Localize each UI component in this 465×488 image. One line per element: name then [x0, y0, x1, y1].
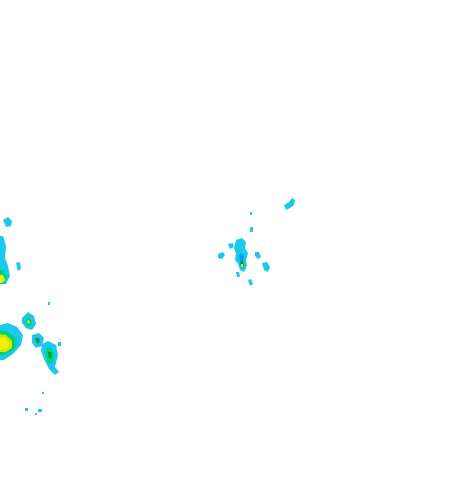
echo-cell-west-lower: [0, 302, 61, 375]
echo-cell-central: [218, 227, 270, 286]
echo-cell-southwest-specks: [25, 392, 44, 415]
echo-cell-west-upper: [0, 217, 21, 284]
echo-cell-northeast: [250, 198, 295, 215]
